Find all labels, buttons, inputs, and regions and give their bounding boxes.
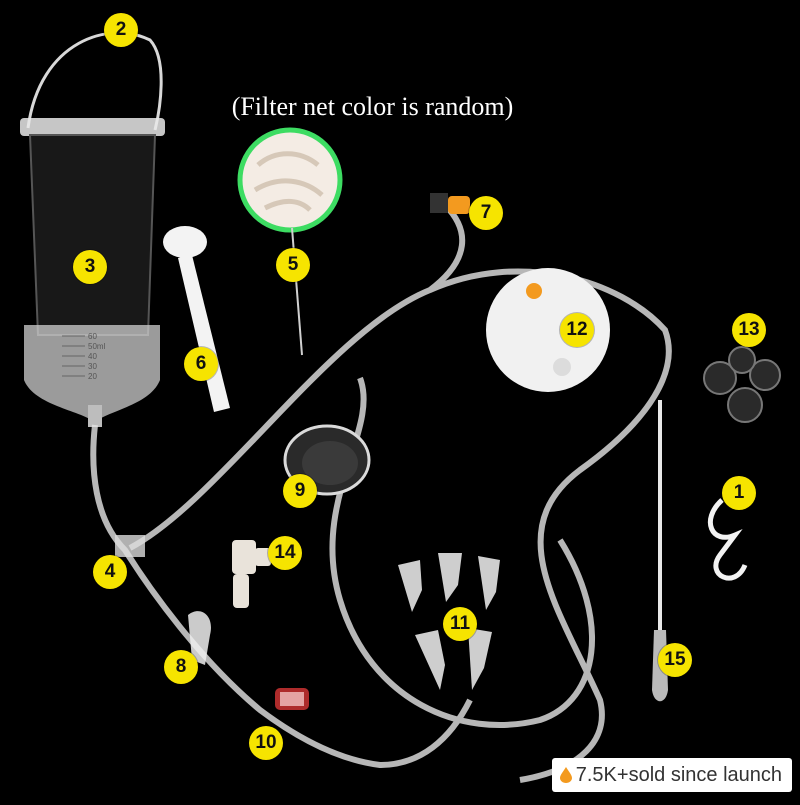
filter-net [237,127,343,356]
s-hook [707,498,748,581]
flame-icon [559,767,572,783]
callout-10: 10 [249,726,283,760]
suction-cups [703,346,781,423]
callout-3: 3 [73,250,107,284]
callout-1: 1 [722,476,756,510]
container-lid [486,268,610,392]
callout-13: 13 [732,313,766,347]
sales-badge: 7.5K+sold since launch [551,758,792,792]
callout-12: 12 [560,313,594,347]
scale-tick-label: 40 [88,352,97,361]
callout-5: 5 [276,248,310,282]
sales-badge-text: 7.5K+sold since launch [575,764,782,786]
tee-connector [115,535,145,557]
scale-tick-label: 20 [88,372,97,381]
cup-scale: 60 50ml 40 30 20 [62,332,106,381]
caption-text: (Filter net color is random) [231,92,514,121]
callout-9: 9 [283,474,317,508]
callout-6: 6 [184,347,218,381]
scale-tick-label: 60 [88,332,97,341]
silicone-tubing [90,202,672,783]
adjustable-valve [430,193,470,214]
callout-15: 15 [658,643,692,677]
scale-tick-label: 50ml [88,342,106,351]
hatching-container: 60 50ml 40 30 20 [20,118,165,427]
callout-14: 14 [268,536,302,570]
check-valve [275,688,309,710]
centrifuge-tubes [398,553,500,690]
callout-8: 8 [164,650,198,684]
tap-connector [232,540,271,608]
measuring-spoon [163,226,230,412]
callout-7: 7 [469,196,503,230]
scale-tick-label: 30 [88,362,97,371]
flow-clamp [188,611,211,665]
callout-11: 11 [443,607,477,641]
callout-4: 4 [93,555,127,589]
callout-2: 2 [104,13,138,47]
